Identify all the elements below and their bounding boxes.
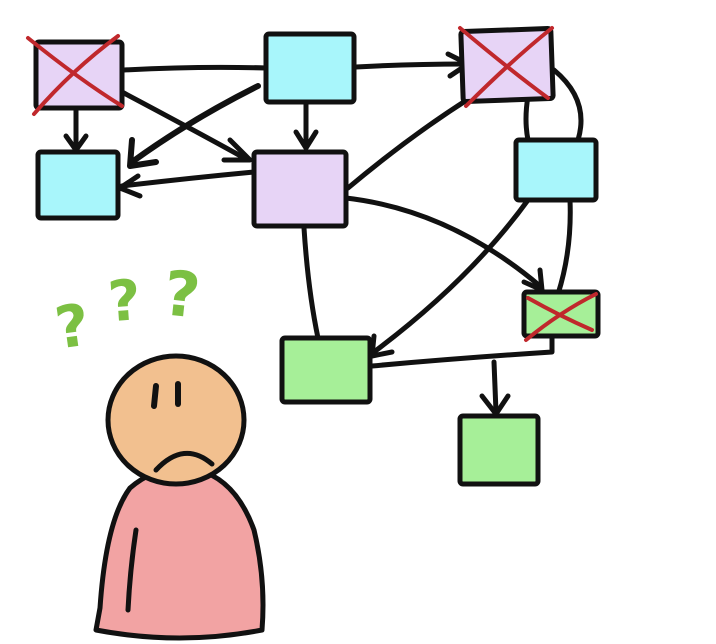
edge-n1-n2 <box>121 64 269 73</box>
question-marks: ? ? ? <box>51 256 204 362</box>
edge-n2-n3 <box>353 61 469 70</box>
question-mark-1: ? <box>51 290 94 362</box>
person-arm-line <box>125 527 139 613</box>
cross-n1 <box>26 34 124 116</box>
edge-n7-n9 <box>491 359 499 415</box>
edge-n3-n6-left <box>523 93 531 143</box>
edge-n7-n8 <box>369 335 555 369</box>
cross-n7 <box>524 292 598 342</box>
arrowhead-n2-n4 <box>127 137 159 169</box>
edge-n6-n7 <box>555 197 573 297</box>
edges <box>73 61 584 415</box>
edge-n5-n8 <box>301 225 321 341</box>
node-n8 <box>279 335 373 405</box>
person-body <box>93 465 266 641</box>
cross-n3 <box>458 26 554 108</box>
person-left-eye <box>151 383 159 409</box>
confused-person <box>93 353 266 641</box>
edge-n5-n4 <box>119 169 257 189</box>
node-n4 <box>35 149 121 221</box>
node-n5 <box>251 149 349 229</box>
edge-n2-n4 <box>129 83 261 165</box>
node-n6 <box>513 137 599 203</box>
edge-n5-n7 <box>343 195 543 289</box>
node-n9 <box>457 413 541 487</box>
crosses <box>26 26 598 342</box>
edge-n5-n3 <box>345 95 473 191</box>
person-frown-mouth <box>153 450 215 473</box>
question-mark-3: ? <box>160 256 203 332</box>
edge-n3-n6-right <box>551 67 584 143</box>
person-head <box>105 353 247 487</box>
arrowhead-n2-n5 <box>293 129 319 151</box>
nodes <box>33 26 601 487</box>
question-mark-2: ? <box>106 268 143 335</box>
node-n2 <box>263 31 357 105</box>
arrowhead-n1-n5 <box>221 137 253 163</box>
edge-n6-n8 <box>371 197 531 355</box>
